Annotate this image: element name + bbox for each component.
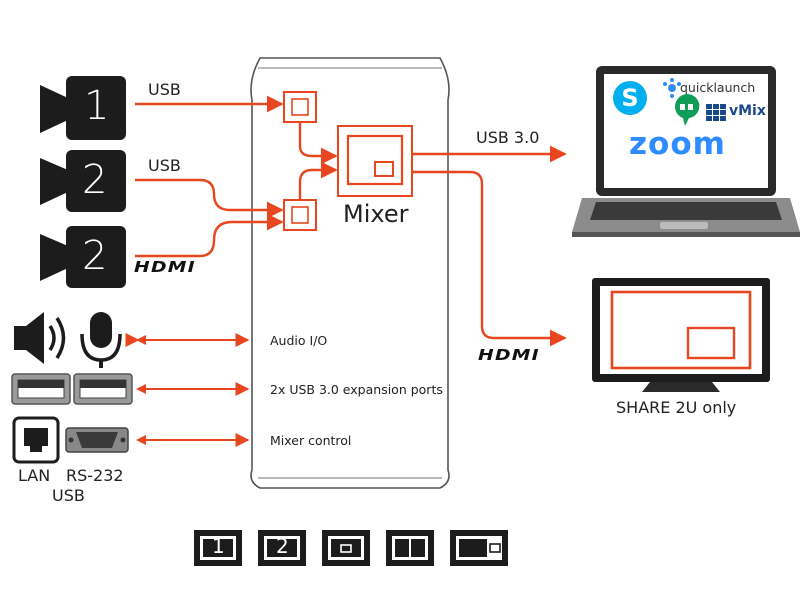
mixer-control-label: Mixer control [270, 433, 352, 448]
camera-2-usb-number: 2 [82, 157, 108, 203]
monitor-icon [592, 278, 770, 392]
camera-1-icon [40, 76, 126, 140]
chip2-to-mixer [298, 161, 338, 200]
skype-icon: S [613, 81, 647, 115]
vmix-icon [706, 104, 726, 121]
cam1-link-label: USB [148, 80, 181, 99]
layout-cam1-icon[interactable] [194, 530, 242, 566]
rs232-label: RS-232 [66, 466, 124, 485]
camera-1-number: 1 [84, 83, 110, 129]
laptop-icon [572, 66, 800, 237]
cam2-usb-link [135, 178, 284, 219]
speaker-icon [14, 312, 66, 364]
layout-modes [194, 530, 508, 566]
zoom-label: zoom [629, 126, 726, 162]
usb-chip-2 [283, 199, 317, 231]
layout-split-icon[interactable] [386, 530, 434, 566]
layout-cam2-icon[interactable] [258, 530, 306, 566]
camera-2-usb-icon [40, 150, 126, 212]
usb-port-label: USB [52, 486, 85, 505]
lan-port-icon [12, 416, 60, 464]
mixer-label: Mixer [343, 200, 409, 228]
hdmi-output-label: HDMI [478, 346, 540, 364]
output-links [412, 145, 567, 347]
monitor-caption: SHARE 2U only [616, 398, 737, 417]
layout-side-by-side-icon[interactable] [450, 530, 508, 566]
usb-port-2-icon [73, 373, 133, 405]
lan-label: LAN [18, 466, 51, 485]
usb-expansion-label: 2x USB 3.0 expansion ports [270, 382, 443, 397]
port-link-left-heads [136, 335, 146, 445]
input-links [135, 95, 338, 258]
usb3-output-label: USB 3.0 [476, 128, 540, 147]
svg-text:S: S [621, 84, 638, 112]
hangouts-icon [674, 94, 700, 126]
microphone-icon [80, 312, 122, 368]
usb-chip-1 [283, 91, 317, 123]
port-links [125, 333, 250, 447]
audio-io-label: Audio I/O [270, 333, 328, 348]
rs232-port-icon [65, 427, 129, 453]
layout-cam2-number: 2 [276, 534, 289, 558]
mixer-block [337, 125, 413, 197]
quicklaunch-label: quicklaunch [680, 80, 756, 95]
cam2-hdmi-link-label: HDMI [134, 258, 196, 276]
vmix-label: vMix [729, 103, 766, 119]
cam2-usb-link-label: USB [148, 156, 181, 175]
cam2-hdmi-link [135, 213, 284, 258]
camera-2-hdmi-number: 2 [82, 233, 108, 279]
usb-port-1-icon [11, 373, 71, 405]
chip1-to-mixer [298, 122, 338, 165]
device-body [250, 57, 450, 489]
layout-cam1-number: 1 [212, 534, 225, 558]
layout-pip-icon[interactable] [322, 530, 370, 566]
quicklaunch-icon [663, 78, 681, 98]
hdmi-output-link [412, 170, 567, 347]
camera-2-hdmi-icon [40, 226, 126, 288]
